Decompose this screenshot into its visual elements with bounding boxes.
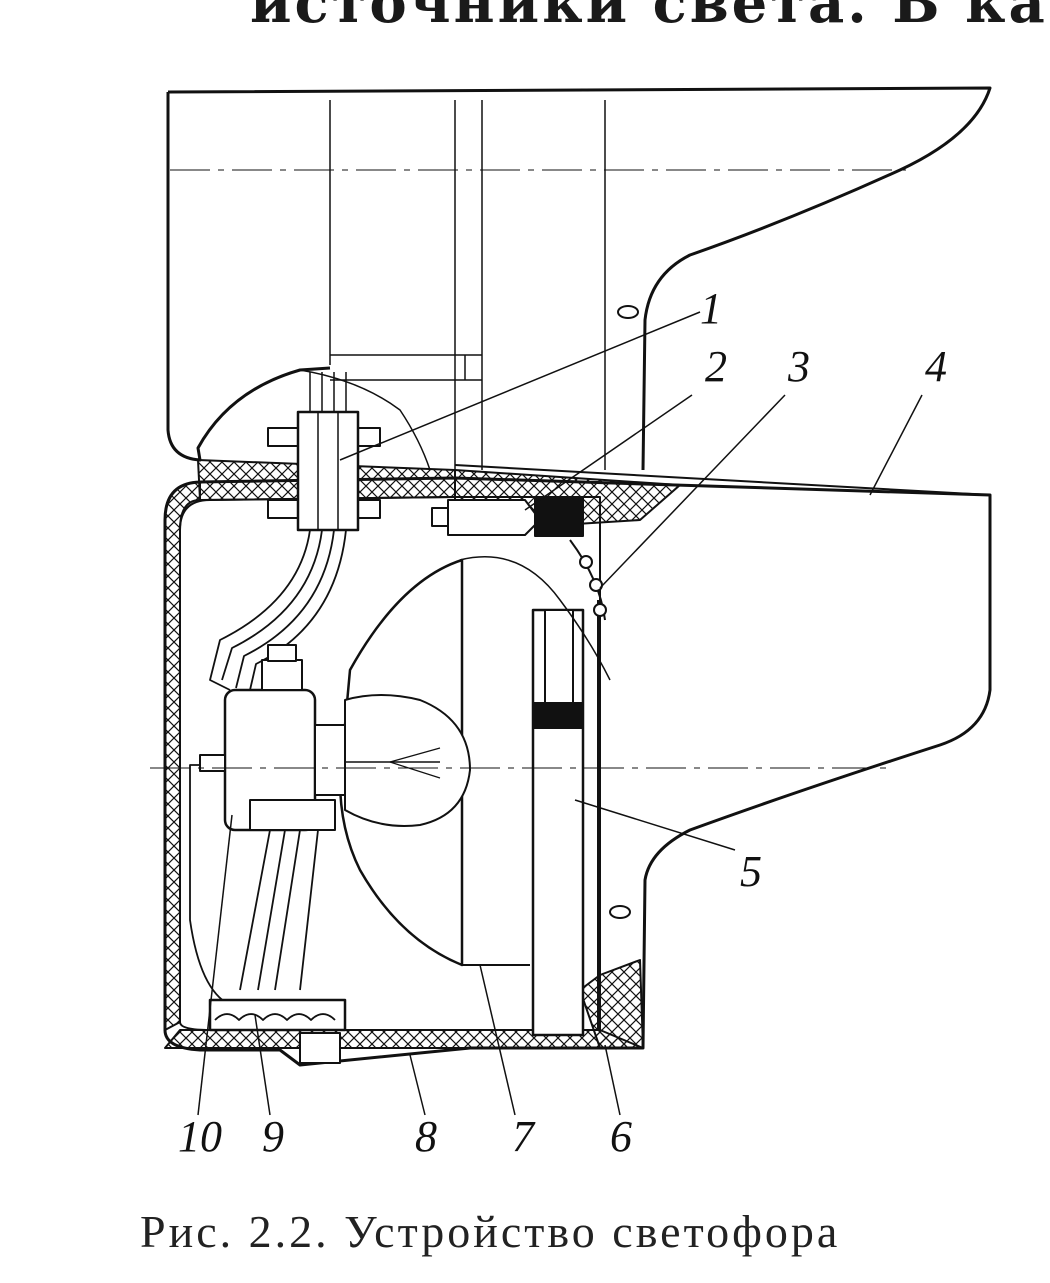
header-text-fragment: источники света. В качестве [250,0,1050,36]
callout-3: 3 [788,342,810,391]
leader-4 [869,394,923,496]
callout-4: 4 [925,342,947,391]
leader-8 [409,1054,426,1116]
leader-5 [574,799,736,851]
callout-5: 5 [740,847,762,896]
callout-8: 8 [415,1112,437,1161]
leader-2 [524,394,693,511]
callout-2: 2 [705,342,727,391]
leader-10 [197,814,233,1116]
leader-7 [479,964,516,1116]
callout-10: 10 [178,1112,222,1161]
callout-1: 1 [700,284,722,333]
callout-9: 9 [262,1112,284,1161]
leader-1 [339,311,701,461]
leader-6 [604,1044,621,1116]
leader-3 [599,394,786,589]
figure-caption: Рис. 2.2. Устройство светофора [140,1206,841,1257]
callout-6: 6 [610,1112,632,1161]
upper-visor [166,92,331,462]
seal-black [534,497,584,537]
lamp-bulb [344,694,471,827]
leader-9 [254,1014,271,1116]
callout-7: 7 [512,1112,534,1161]
